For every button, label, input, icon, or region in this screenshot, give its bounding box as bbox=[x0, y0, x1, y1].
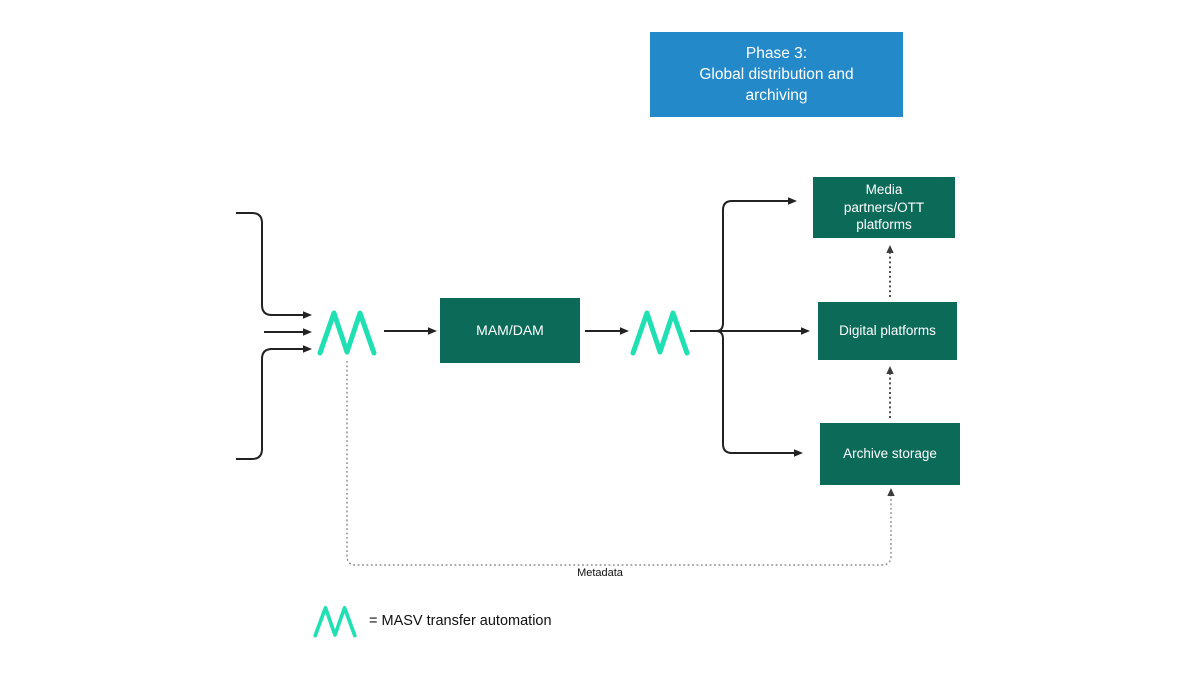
wire-mamdam-to-masv bbox=[585, 327, 629, 335]
dotted-arrow-digital-to-media bbox=[886, 245, 894, 297]
dotted-arrow-archive-to-digital bbox=[886, 366, 894, 418]
wire-ingest-bottom bbox=[236, 345, 312, 460]
node-media-partners-ott: Media partners/OTT platforms bbox=[813, 177, 955, 238]
node-mam-dam: MAM/DAM bbox=[440, 298, 580, 363]
metadata-edge-label: Metadata bbox=[577, 567, 623, 579]
node-digital-platforms: Digital platforms bbox=[818, 302, 957, 360]
legend: = MASV transfer automation bbox=[313, 604, 552, 638]
wire-masv-to-digital bbox=[690, 327, 810, 335]
wire-ingest-top bbox=[236, 212, 312, 319]
dotted-metadata-path bbox=[346, 361, 895, 566]
node-archive-storage: Archive storage bbox=[820, 423, 960, 485]
wire-ingest-middle bbox=[264, 328, 312, 336]
masv-logo-icon-1 bbox=[317, 310, 377, 356]
wire-branch-to-archive bbox=[715, 330, 803, 457]
phase-header: Phase 3: Global distribution and archivi… bbox=[650, 32, 903, 117]
wire-branch-to-media bbox=[715, 197, 797, 332]
wire-masv-to-mamdam bbox=[384, 327, 437, 335]
legend-label: = MASV transfer automation bbox=[369, 613, 552, 629]
masv-logo-icon-2 bbox=[630, 310, 690, 356]
masv-logo-icon-legend bbox=[313, 605, 357, 638]
